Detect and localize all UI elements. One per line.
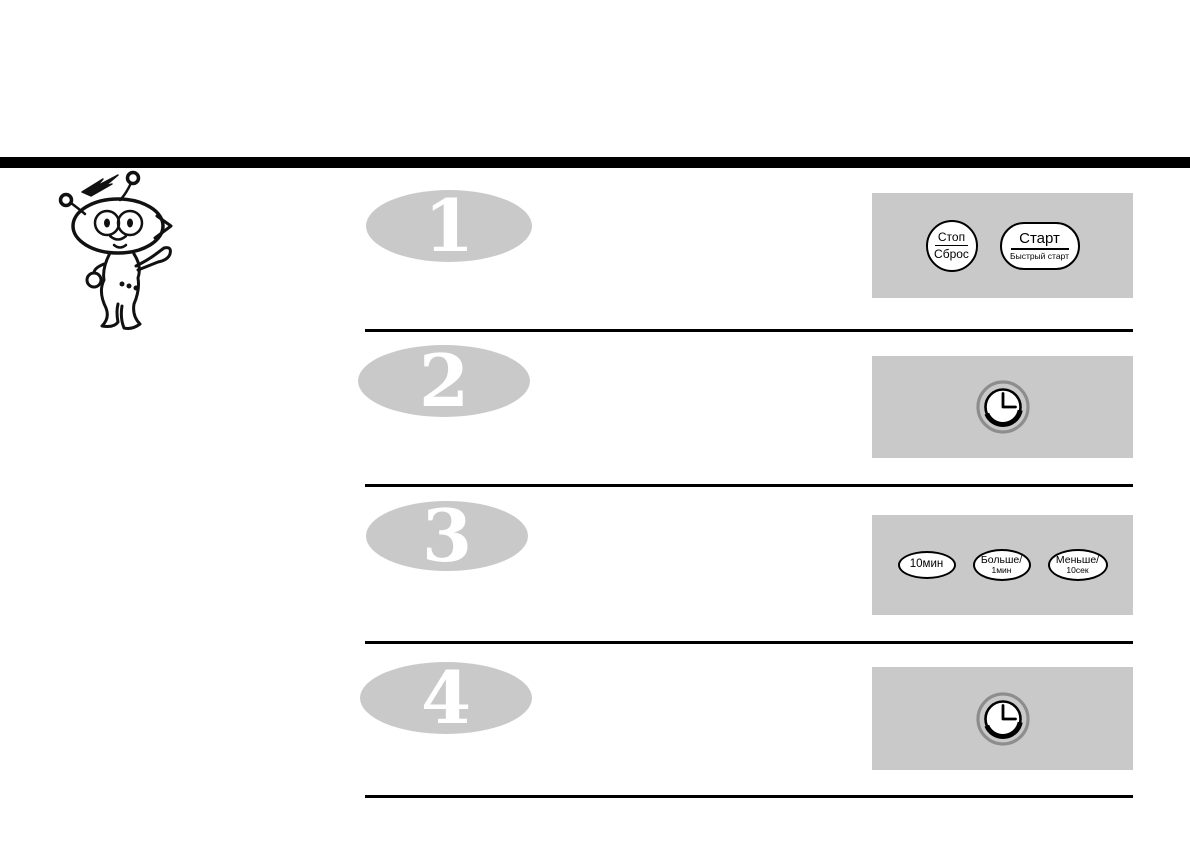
- step-4-number-badge: 4: [360, 662, 532, 734]
- step-divider: [365, 484, 1133, 487]
- top-rule: [0, 157, 1190, 168]
- ten-min-button[interactable]: 10мин: [897, 551, 956, 579]
- step-1-number-badge: 1: [366, 190, 532, 262]
- start-button-top-label: Старт: [1019, 230, 1060, 247]
- less-ten-sec-button[interactable]: Меньше/ 10сек: [1047, 549, 1108, 581]
- step-divider: [365, 641, 1133, 644]
- button-label-divider: [935, 244, 968, 247]
- less-button-top-label: Меньше/: [1055, 554, 1100, 567]
- button-label-divider: [1010, 248, 1069, 250]
- step-3-number-badge: 3: [366, 500, 528, 572]
- more-one-min-button[interactable]: Больше/ 1мин: [972, 549, 1031, 581]
- robot-mascot-icon: [58, 170, 173, 330]
- less-button-bottom-label: 10сек: [1066, 565, 1089, 576]
- step-divider: [365, 329, 1133, 332]
- ten-min-button-label: 10мин: [909, 558, 944, 571]
- start-button-bottom-label: Быстрый старт: [1010, 250, 1069, 261]
- step-divider: [365, 795, 1133, 798]
- start-quick-start-button[interactable]: Старт Быстрый старт: [999, 221, 1080, 270]
- step-2-button-panel: [872, 356, 1133, 458]
- more-button-top-label: Больше/: [980, 554, 1023, 567]
- more-button-bottom-label: 1мин: [991, 565, 1012, 576]
- step-1-button-panel: Стоп Сброс Старт Быстрый старт: [872, 193, 1133, 298]
- stop-clear-button-bottom-label: Сброс: [934, 247, 969, 262]
- stop-clear-button-top-label: Стоп: [937, 229, 966, 244]
- step-3-button-panel: 10мин Больше/ 1мин Меньше/ 10сек: [872, 515, 1133, 615]
- stop-clear-button[interactable]: Стоп Сброс: [925, 219, 978, 272]
- step-4-button-panel: [872, 667, 1133, 770]
- step-2-number-badge: 2: [358, 345, 530, 417]
- clock-icon[interactable]: [975, 379, 1031, 435]
- clock-icon[interactable]: [975, 691, 1031, 747]
